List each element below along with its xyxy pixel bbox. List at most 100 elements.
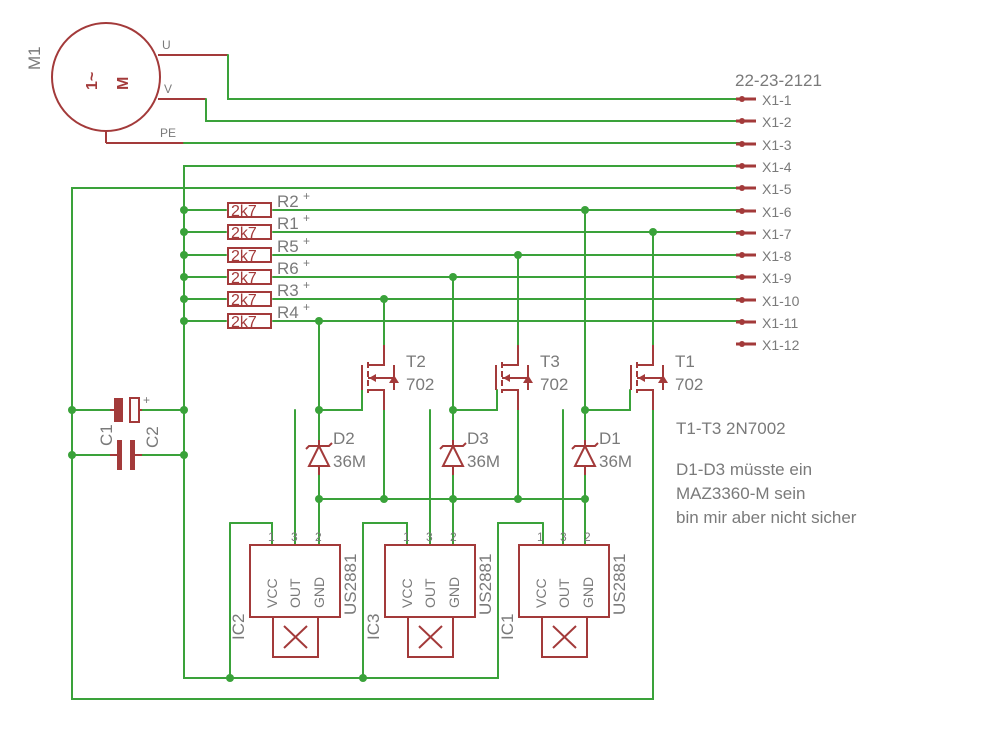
- connector-pin-11: X1-11: [736, 315, 799, 331]
- mosfet-source: [637, 389, 654, 410]
- mosfet-arrow: [638, 374, 645, 382]
- junction: [449, 273, 457, 281]
- transistor-value: 702: [406, 375, 434, 394]
- diode-note-line-2: MAZ3360-M sein: [676, 484, 805, 503]
- ic-pin-name: VCC: [399, 578, 415, 608]
- junction: [180, 273, 188, 281]
- connector-pin-contact: [739, 96, 745, 102]
- connector-pin-contact: [739, 185, 745, 191]
- connector-pin-4: X1-4: [736, 159, 792, 175]
- connector-pin-label: X1-3: [762, 137, 792, 153]
- mosfet-source: [368, 389, 385, 410]
- ic-pin-number: 3: [560, 530, 567, 544]
- ic-sensor-window: [541, 616, 588, 658]
- mosfet-diode-arrow: [389, 375, 399, 383]
- net-v: [205, 98, 741, 122]
- connector-pin-1: X1-1: [736, 92, 792, 108]
- connector-pin-label: X1-7: [762, 226, 792, 242]
- net-vcc-ic2: [229, 522, 273, 546]
- junction: [514, 251, 522, 259]
- ic-cross-icon: [552, 625, 577, 649]
- connector-pin-9: X1-9: [736, 270, 792, 286]
- zener-body: [441, 443, 465, 467]
- ic-pin-number: 3: [291, 530, 298, 544]
- connector-pin-12: X1-12: [736, 337, 800, 353]
- connector-x1: 22-23-2121: [735, 71, 822, 90]
- connector-pin-label: X1-9: [762, 270, 792, 286]
- junction: [359, 674, 367, 682]
- diode-name: D2: [333, 429, 355, 448]
- resistor-value: 2k7: [231, 248, 257, 265]
- resistor-value: 2k7: [231, 203, 257, 220]
- motor-symbol-label: M: [115, 77, 132, 90]
- junction: [315, 495, 323, 503]
- ic-pin-name: GND: [311, 577, 327, 608]
- junction: [449, 495, 457, 503]
- resistor-name: R6: [277, 259, 299, 278]
- ic-sensor-window: [407, 616, 454, 658]
- diode-value: 36M: [599, 452, 632, 471]
- motor-pin-pe: PE: [160, 126, 176, 140]
- diode-note-line-3: bin mir aber nicht sicher: [676, 508, 857, 527]
- connector-pin-label: X1-10: [762, 293, 800, 309]
- diode-note-line-1: D1-D3 müsste ein: [676, 460, 812, 479]
- connector-pin-3: X1-3: [736, 137, 792, 153]
- connector-pin-contact: [739, 319, 745, 325]
- notes: T1-T3 2N7002 D1-D3 müsste ein MAZ3360-M …: [676, 419, 857, 527]
- connector-pin-label: X1-12: [762, 337, 800, 353]
- motor-m1: M1 1~ M U V PE: [25, 22, 176, 140]
- junction: [180, 451, 188, 459]
- junction: [581, 406, 589, 414]
- transistor-note: T1-T3 2N7002: [676, 419, 786, 438]
- junction: [315, 406, 323, 414]
- net-u: [227, 54, 741, 100]
- ic-pin-name: OUT: [422, 578, 438, 608]
- zener-body: [307, 443, 331, 467]
- connector-pin-contact: [739, 252, 745, 258]
- ic-value: US2881: [610, 554, 629, 615]
- resistor-origin-mark: +: [303, 278, 310, 292]
- c1-label: C1: [97, 424, 116, 446]
- ic-sensor-window: [272, 616, 319, 658]
- connector-pin-contact: [739, 118, 745, 124]
- transistor-name: T1: [675, 352, 695, 371]
- connector-pin-group: X1-1X1-2X1-3X1-4X1-5X1-6X1-7X1-8X1-9X1-1…: [736, 92, 800, 353]
- ic-name: IC1: [498, 614, 517, 640]
- resistor-name: R3: [277, 281, 299, 300]
- net-gate-t2: [318, 320, 363, 411]
- transistor-value: 702: [540, 375, 568, 394]
- junction: [180, 228, 188, 236]
- junction: [226, 674, 234, 682]
- connector-pin-5: X1-5: [736, 181, 792, 197]
- junction: [380, 495, 388, 503]
- junction: [180, 251, 188, 259]
- junction: [180, 295, 188, 303]
- mosfet-diode-arrow: [658, 375, 668, 383]
- net-gnd-rail: [71, 187, 741, 700]
- resistor-origin-mark: +: [303, 189, 310, 203]
- resistor-name: R4: [277, 303, 299, 322]
- ic-pin-name: VCC: [264, 578, 280, 608]
- junction: [581, 206, 589, 214]
- mosfet-drain: [368, 345, 385, 366]
- motor-pin-u: U: [162, 38, 171, 52]
- capacitor-c2: C2: [110, 426, 162, 470]
- connector-pin-contact: [739, 297, 745, 303]
- mosfet-source: [502, 389, 519, 410]
- resistor-value: 2k7: [231, 225, 257, 242]
- motor-phase-label: 1~: [84, 72, 101, 90]
- connector-pin-label: X1-5: [762, 181, 792, 197]
- connector-pin-8: X1-8: [736, 248, 792, 264]
- mosfet-drain: [502, 345, 519, 366]
- junction: [449, 406, 457, 414]
- ic-pin-number: 2: [450, 530, 457, 544]
